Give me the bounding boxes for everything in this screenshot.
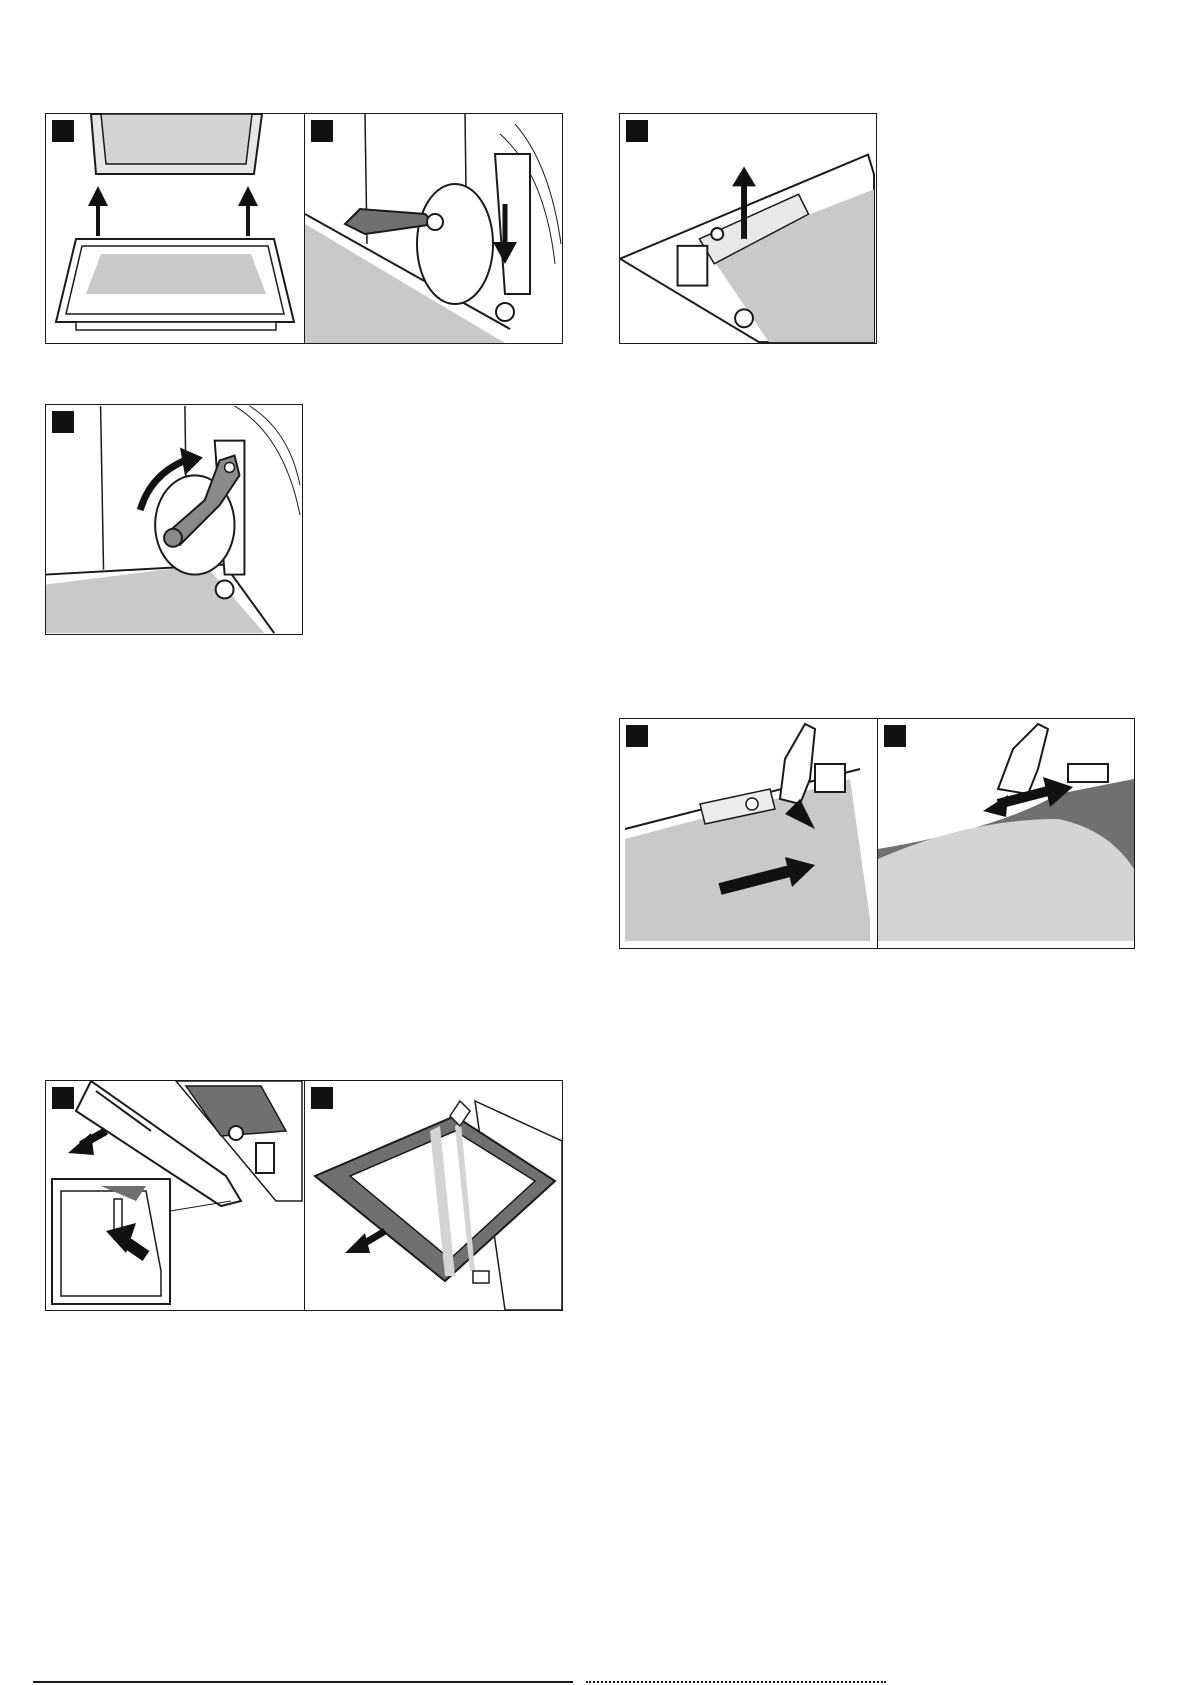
figure-door-refit-step <box>619 718 1135 949</box>
door-panel-push-panel <box>878 719 1134 948</box>
figure-door-removal-step <box>45 113 563 344</box>
footer-rule <box>33 1681 573 1683</box>
step-marker <box>311 1087 333 1109</box>
hinge-lever-rotate-panel <box>45 404 303 635</box>
step-marker <box>626 120 648 142</box>
step-marker <box>52 1087 74 1109</box>
door-slide-in-panel <box>620 719 878 948</box>
door-panel-push-icon <box>878 719 1134 948</box>
door-lift-panel <box>46 114 305 343</box>
door-cover-remove-panel <box>46 1081 305 1310</box>
glass-pane-remove-panel <box>305 1081 562 1310</box>
hinge-lever-down-icon <box>305 114 562 343</box>
glass-pane-out-icon <box>305 1081 562 1310</box>
door-cover-release-icon <box>46 1081 304 1310</box>
hinge-lever-down-panel <box>305 114 562 343</box>
hinge-rotate-arrow-icon <box>46 405 302 634</box>
figure-glass-removal-step <box>45 1080 563 1311</box>
hinge-lift-panel <box>619 113 877 344</box>
step-marker <box>311 120 333 142</box>
step-marker <box>52 411 74 433</box>
step-marker <box>52 120 74 142</box>
oven-door-open-icon <box>46 114 304 343</box>
step-marker <box>626 725 648 747</box>
footer-dotted-rule <box>586 1681 886 1683</box>
hinge-arrow-up-icon <box>620 114 876 343</box>
door-slide-arrow-icon <box>620 719 877 948</box>
step-marker <box>884 725 906 747</box>
